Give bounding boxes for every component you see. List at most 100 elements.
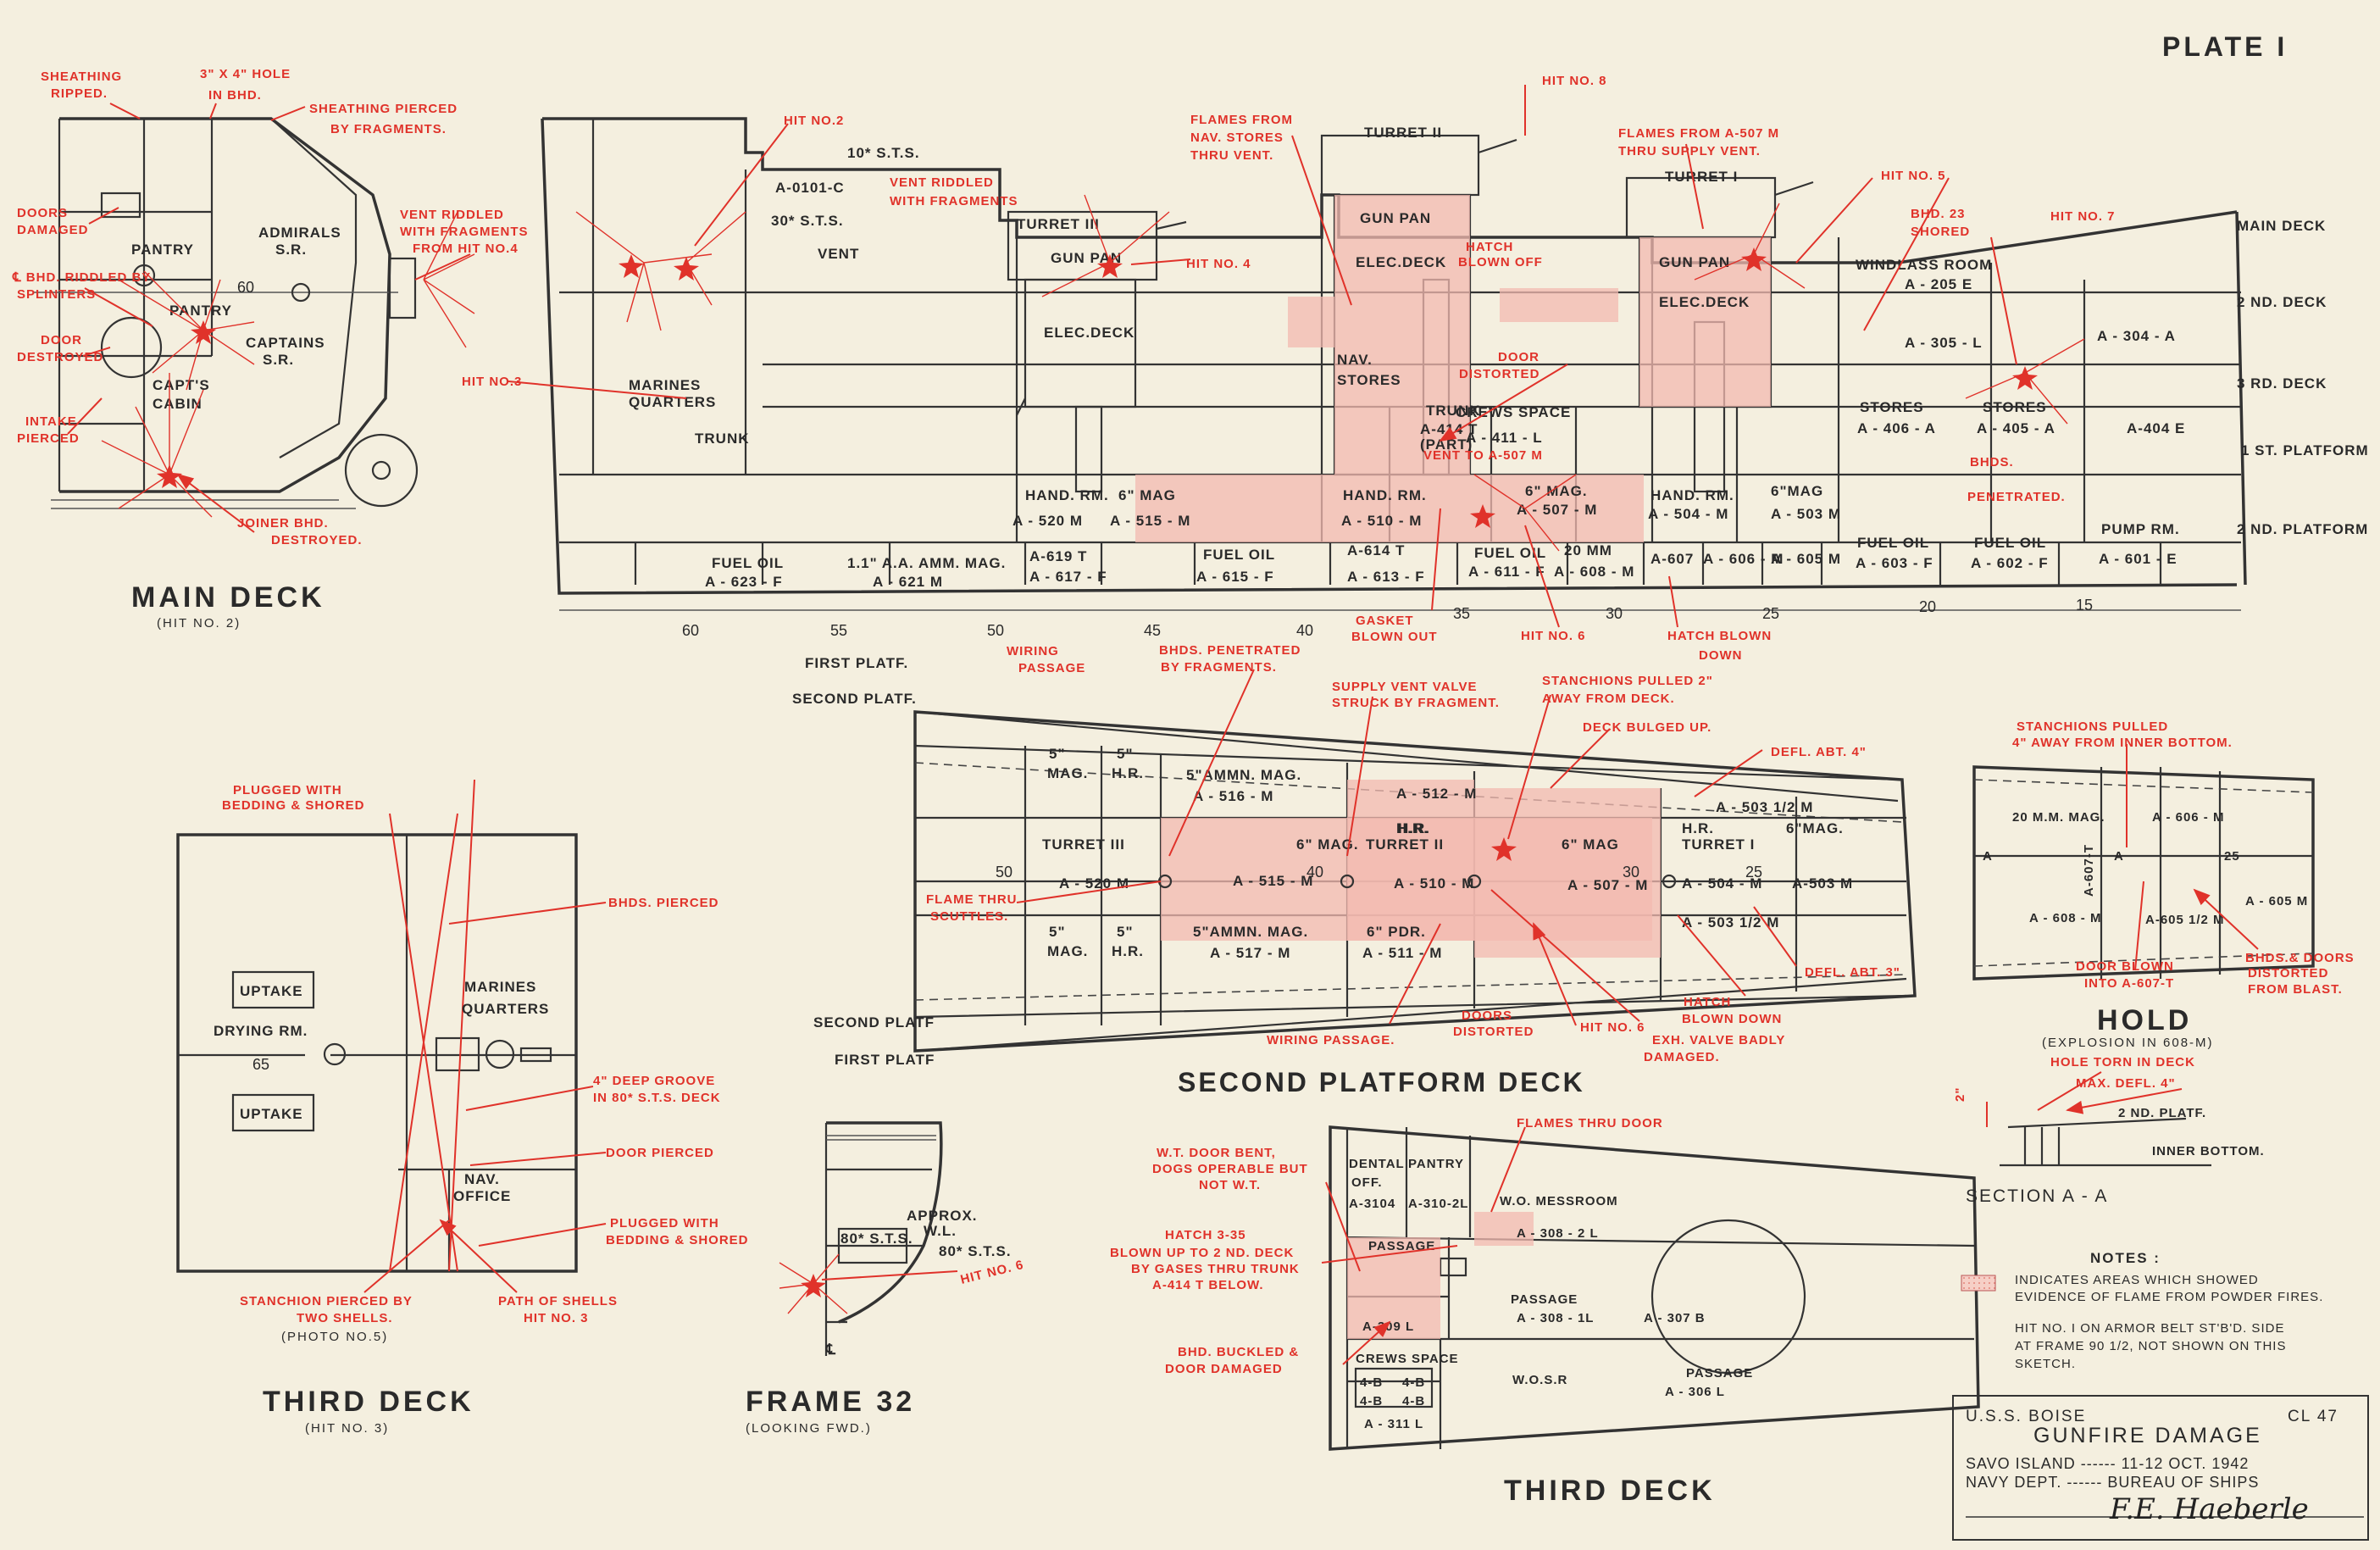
- tdr-damage-note: DOOR DAMAGED: [1165, 1362, 1283, 1376]
- hit-star: [801, 1274, 826, 1297]
- profile-damage-note: HATCH: [1466, 240, 1513, 254]
- tdl-room: OFFICE: [453, 1188, 511, 1204]
- sp-damage-note: SCUTTLES.: [930, 909, 1008, 924]
- tdr-damage-note: FLAMES THRU DOOR: [1517, 1116, 1663, 1131]
- md-room: CAPTAINS: [246, 335, 325, 351]
- hit-star: [674, 257, 699, 281]
- hold-room-label: A-607-T: [2082, 844, 2096, 897]
- sp-room-label: H.R.: [1682, 820, 1714, 836]
- profile-damage-note: DISTORTED: [1459, 367, 1540, 381]
- profile-room-label: A-607: [1650, 551, 1694, 567]
- profile-room-label: A - 601 - E: [2099, 551, 2178, 567]
- md-note: VENT RIDDLED: [400, 208, 504, 222]
- sp-frame-number: 30: [1623, 864, 1639, 881]
- md-room: S.R.: [263, 352, 294, 368]
- third-deck-left-title: THIRD DECK: [263, 1386, 474, 1418]
- md-frame: 60: [237, 279, 254, 296]
- tdr-room-label: A - 307 B: [1644, 1311, 1706, 1325]
- sp-damage-note: AWAY FROM DECK.: [1542, 692, 1675, 706]
- frame-number: 20: [1919, 598, 1936, 615]
- sp-room-label: 5"AMMN. MAG.: [1193, 924, 1308, 940]
- sp-room-label: A - 504 - M: [1682, 875, 1762, 892]
- sp-room-label: 6" MAG.: [1296, 836, 1359, 853]
- sp-frame-number: 40: [1307, 864, 1323, 881]
- sp-room-label: TURRET III: [1042, 836, 1125, 853]
- profile-damage-note: BHD. 23: [1911, 207, 1966, 221]
- tdl-note: BEDDING & SHORED: [222, 798, 365, 813]
- md-note: DAMAGED: [17, 223, 89, 237]
- profile-room-label: FUEL OIL: [1474, 545, 1546, 561]
- profile-room-label: A - 617 - F: [1029, 569, 1107, 585]
- main-deck-subtitle: (HIT NO. 2): [157, 616, 241, 631]
- hold-damage-note: FROM BLAST.: [2248, 982, 2343, 997]
- profile-room-label: STORES: [1337, 372, 1401, 388]
- profile-damage-note: FLAMES FROM A-507 M: [1618, 126, 1779, 141]
- profile-room-label: 6" MAG: [1118, 487, 1176, 503]
- hold-diagram: 20 M.M. MAG.A - 606 - MA - 608 - MA-607-…: [1972, 719, 2354, 1050]
- profile-room-label: WINDLASS ROOM: [1856, 257, 1992, 273]
- profile-room-label: A - 621 M: [873, 574, 943, 590]
- profile-room-label: GUN PAN: [1659, 254, 1730, 270]
- tdl-room: QUARTERS: [462, 1001, 549, 1017]
- profile-room-label: FUEL OIL: [1857, 535, 1929, 551]
- frame-number: 15: [2076, 597, 2093, 614]
- sp-damage-note: HIT NO. 6: [1580, 1020, 1645, 1035]
- profile-damage-note: SHORED: [1911, 225, 1970, 239]
- deck-level-label: 3 RD. DECK: [2237, 375, 2327, 392]
- profile-room-label: A - 503 M: [1771, 506, 1841, 522]
- sp-room-label: MAG.: [1047, 943, 1088, 959]
- sp-damage-note: DOORS: [1462, 1008, 1512, 1023]
- profile-room-label: A - 605 M: [1771, 551, 1841, 567]
- md-note: SHEATHING PIERCED: [309, 102, 458, 116]
- profile-room-label: A-404 E: [2127, 420, 2185, 436]
- turret-label: TURRET I: [1665, 169, 1738, 185]
- sts-label: A-0101-C: [775, 180, 845, 196]
- tb-place: SAVO ISLAND ------ 11-12 OCT. 1942: [1966, 1455, 2249, 1472]
- tdl-note: PLUGGED WITH: [233, 783, 342, 797]
- sp-room-label: A - 511 - M: [1362, 945, 1442, 961]
- hold-room-label: A - 606 - M: [2152, 810, 2224, 825]
- md-room: CABIN: [153, 396, 202, 412]
- sp-room-label: A - 516 - M: [1193, 788, 1273, 804]
- sp-room-label: H.R.: [1112, 943, 1144, 959]
- md-room: S.R.: [275, 242, 307, 258]
- sp-room-label: A - 520 M: [1059, 875, 1129, 892]
- sp-room-label: 6" MAG: [1562, 836, 1619, 853]
- sp-damage-note: BY FRAGMENTS.: [1161, 660, 1277, 675]
- flame-legend-swatch: [1961, 1275, 1996, 1292]
- profile-room-label: NAV.: [1337, 352, 1373, 368]
- main-deck-diagram: PANTRY ADMIRALS S.R. PANTRY CAPTAINS S.R…: [12, 67, 527, 631]
- tdr-room-label: 4-B: [1360, 1394, 1383, 1408]
- frame-number: 30: [1606, 605, 1623, 622]
- profile-room-label: A - 520 M: [1012, 513, 1083, 529]
- md-note: JOINER BHD.: [237, 516, 329, 531]
- profile-damage-note: BLOWN OUT: [1351, 630, 1437, 644]
- profile-damage-note: HIT NO. 7: [2050, 209, 2116, 224]
- notes-block: NOTES : INDICATES AREAS WHICH SHOWED EVI…: [1961, 1250, 2322, 1371]
- tdr-damage-note: HATCH 3-35: [1165, 1228, 1246, 1242]
- sp-room-label: A - 510 - M: [1394, 875, 1474, 892]
- profile-room-label: A - 606 - M: [1703, 551, 1784, 567]
- sp-room-label: A - 515 - M: [1233, 873, 1313, 889]
- tdl-note: STANCHION PIERCED BY: [240, 1294, 413, 1308]
- hit-star: [1491, 837, 1517, 861]
- sp-damage-note: WIRING PASSAGE.: [1267, 1033, 1395, 1047]
- md-note: IN BHD.: [208, 88, 262, 103]
- frame32-title: FRAME 32: [746, 1386, 915, 1418]
- sp-frame-number: 50: [996, 864, 1012, 881]
- profile-room-label: A - 613 - F: [1347, 569, 1425, 585]
- sp-room-label: MAG.: [1047, 765, 1088, 781]
- md-note: DOOR: [41, 333, 82, 347]
- hold-marker: A: [1983, 849, 1993, 864]
- tdr-room-label: OFF.: [1351, 1175, 1383, 1190]
- profile-damage-note: PENETRATED.: [1967, 490, 2066, 504]
- tdr-room-label: PASSAGE: [1686, 1366, 1753, 1381]
- profile-damage-note: THRU VENT.: [1190, 148, 1273, 163]
- sp-room-label: H.R.: [1112, 765, 1144, 781]
- sp-room-label: H.R.: [1398, 820, 1430, 836]
- sp-damage-note: STANCHIONS PULLED 2": [1542, 674, 1713, 688]
- tdr-damage-note: DOGS OPERABLE BUT: [1152, 1162, 1308, 1176]
- profile-room-label: A - 405 - A: [1977, 420, 2055, 436]
